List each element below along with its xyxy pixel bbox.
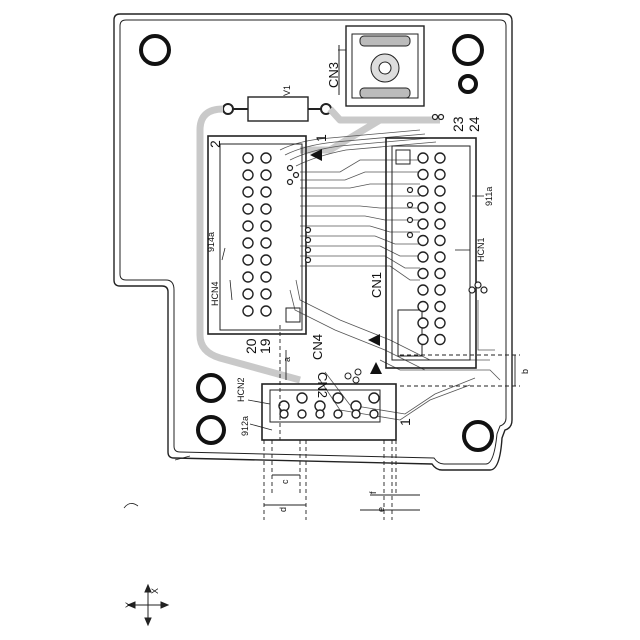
label-dim-c: c [280,479,290,484]
label-pin-1-cn4: 1 [313,134,329,142]
cn4-pin [261,289,271,299]
cn1-pin [418,236,428,246]
cn1-pin [418,186,428,196]
cn2-pin [316,410,324,418]
cn4-pin [243,272,253,282]
cn2-pin [333,393,343,403]
cn1-pin [418,285,428,295]
cn1-pin [435,269,445,279]
cn4-pin [243,170,253,180]
label-dim-d: d [278,507,288,512]
cn4-pin [243,204,253,214]
label-pin-19: 19 [257,338,273,354]
cn1-pin [418,203,428,213]
label-dim-f: f [368,491,378,494]
cn2-pin [352,410,360,418]
label-cn4: CN4 [310,334,325,360]
cn1-pin [418,252,428,262]
cn4-pin [243,238,253,248]
cn1-pin [435,170,445,180]
v1-component [223,97,331,121]
label-cn1: CN1 [369,272,384,298]
cn2-pin [334,410,342,418]
text-labels: CN3 V1 1 2 23 24 911a HCN1 CN1 914a HCN4… [124,62,530,608]
cn4-pin [243,255,253,265]
cn4-pin [243,153,253,163]
axis-indicator [128,585,168,625]
label-dim-b: b [520,369,530,374]
cn2-pin [370,410,378,418]
label-912a: 912a [240,416,250,436]
cn4-pin [243,187,253,197]
label-pin-2-cn4: 2 [207,140,223,148]
cn4-pin [261,255,271,265]
cn4-pin [261,204,271,214]
cn4-pin-grid [243,153,271,316]
cn2-pin [369,393,379,403]
cn1-pin [435,302,445,312]
cn2-pin [297,393,307,403]
cn1-pin [435,335,445,345]
label-hcn4: HCN4 [210,281,220,306]
cn4-pin [243,306,253,316]
cn2-pin [280,410,288,418]
cn1-pin [418,219,428,229]
cn1-pin [418,318,428,328]
cn4-pin [261,306,271,316]
cn4-pin [261,153,271,163]
cn1-pin [435,219,445,229]
label-911a: 911a [484,187,494,206]
cn1-pin [435,318,445,328]
cn4-pin [261,170,271,180]
cn1-pin [435,236,445,246]
label-axis-y: Y [124,602,134,608]
cn1-connector [386,138,476,368]
cn1-pin [418,153,428,163]
label-dim-a: a [282,357,292,362]
pcb-fine-traces [280,130,500,420]
cn4-pin [261,272,271,282]
label-pin-24: 24 [466,116,482,132]
cn2-pin [298,410,306,418]
label-hcn1: HCN1 [476,237,486,262]
label-v1: V1 [282,85,292,96]
label-hcn2: HCN2 [236,377,246,402]
cn4-pin [243,221,253,231]
cn1-pin [418,269,428,279]
label-pin-23: 23 [450,116,466,132]
label-axis-x: X [150,588,160,594]
cn1-pin [418,170,428,180]
cn1-pin [435,186,445,196]
cn4-pin [261,221,271,231]
cn4-pin [261,238,271,248]
label-cn3: CN3 [326,62,341,88]
cn4-pin [243,289,253,299]
cn1-pin [418,302,428,312]
cn3-connector [339,26,424,106]
cn1-pin [435,153,445,163]
cn1-pin [435,203,445,213]
cn1-pin [435,252,445,262]
cn1-pin [435,285,445,295]
cn1-pin [418,335,428,345]
cn4-pin [261,187,271,197]
label-dim-e: e [376,507,386,512]
label-914a: 914a [206,232,216,252]
board-outline [114,14,512,470]
label-cn2: CN2 [315,372,330,398]
label-pin-1-cn2: 1 [397,418,413,426]
